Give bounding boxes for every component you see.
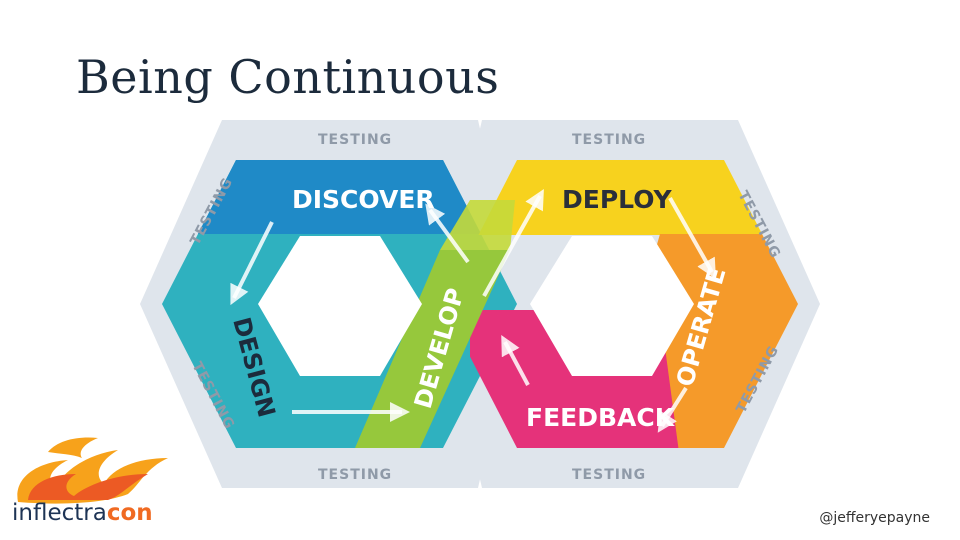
inflectracon-logo-text: inflectracon [12,500,153,526]
deploy-label: DEPLOY [562,185,673,214]
inner-hole-left [258,236,422,376]
arrow-develop-up [425,203,470,264]
arrow-operate-to-feedback [657,386,688,433]
testing-label-bottom-left: TESTING [318,467,392,483]
logo-text-part-2: con [106,500,153,526]
inner-hole-right [530,236,694,376]
discover-label: DISCOVER [292,185,435,214]
develop-top-overlap [440,200,515,250]
arrow-discover-to-design [230,221,274,306]
twitter-handle: @jefferyepayne [819,510,930,526]
testing-label-bottom-right: TESTING [572,467,646,483]
slide-title: Being Continuous [76,50,500,104]
testing-label-top-right: TESTING [572,132,646,148]
arrow-develop-to-deploy [482,189,544,297]
inflectracon-flame-logo [17,437,168,504]
develop-segment [355,250,510,448]
arrow-feedback-to-develop [501,334,530,386]
feedback-label: FEEDBACK [526,403,676,432]
logo-text-part-1: inflectra [12,500,107,526]
arrow-deploy-to-operate [668,197,716,279]
testing-label-top-left: TESTING [318,132,392,148]
